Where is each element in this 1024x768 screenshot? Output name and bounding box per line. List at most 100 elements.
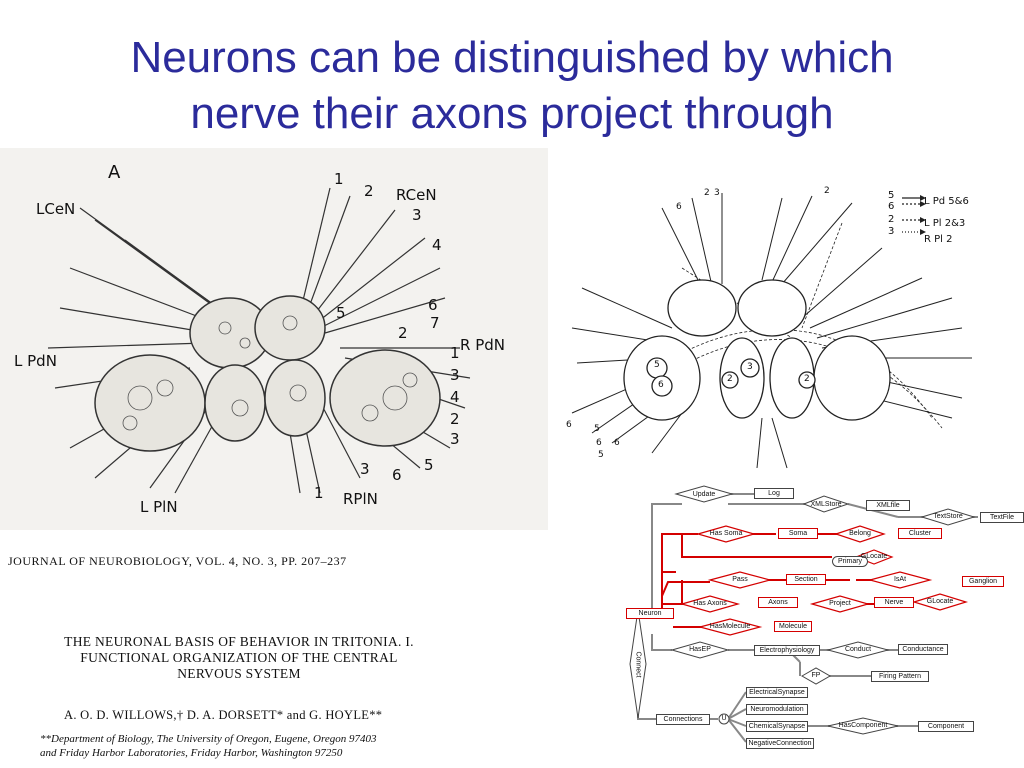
- entity-negative-connection: NegativeConnection: [746, 738, 814, 749]
- relation-project: Project: [829, 600, 851, 607]
- nerve-number: 4: [450, 388, 460, 406]
- nerve-number: 2: [398, 324, 408, 342]
- relation-conduct: Conduct: [844, 646, 872, 653]
- nerve-number: 3: [450, 366, 460, 384]
- legend-label-lpl: L Pl 2&3: [924, 218, 966, 229]
- er-diagram: Log XMLfile TextFile Soma Cluster Primar…: [618, 484, 1024, 768]
- cell-label: 6: [658, 380, 664, 390]
- label-lpln: L PlN: [140, 498, 178, 516]
- legend-label-lpd: L Pd 5&6: [924, 196, 969, 207]
- relation-has-component: HasComponent: [838, 722, 888, 729]
- edge-number: 6: [614, 438, 620, 448]
- relation-isat: IsAt: [893, 576, 907, 583]
- paper-affiliation-line-1: **Department of Biology, The University …: [40, 733, 377, 745]
- entity-chemical-synapse: ChemicalSynapse: [746, 721, 808, 732]
- nerve-number: 1: [450, 344, 460, 362]
- slide-title: Neurons can be distinguished by which ne…: [0, 30, 1024, 142]
- entity-electrical-synapse: ElectricalSynapse: [746, 687, 808, 698]
- entity-electrophysiology: Electrophysiology: [754, 645, 820, 656]
- nerve-number: 3: [412, 206, 422, 224]
- entity-component: Component: [918, 721, 974, 732]
- entity-primary: Primary: [832, 556, 868, 567]
- relation-glocate-2: GLocate: [926, 598, 954, 605]
- entity-section: Section: [786, 574, 826, 585]
- edge-number: 2: [824, 186, 830, 196]
- nerve-number: 2: [364, 182, 374, 200]
- nerve-number: 3: [450, 430, 460, 448]
- nerve-number: 5: [336, 304, 346, 322]
- legend-arrows: [902, 195, 926, 235]
- entity-neuromodulation: Neuromodulation: [746, 704, 808, 715]
- paper-affiliation: **Department of Biology, The University …: [40, 732, 376, 760]
- label-rpln: RPlN: [343, 490, 378, 508]
- legend-num-2: 2: [888, 214, 895, 225]
- nerve-number: 3: [360, 460, 370, 478]
- relation-textstore: TextStore: [933, 513, 963, 520]
- paper-title: THE NEURONAL BASIS OF BEHAVIOR IN TRITON…: [24, 634, 454, 682]
- edge-number: 2: [704, 188, 710, 198]
- nerve-number: 6: [392, 466, 402, 484]
- relation-has-soma: Has Soma: [709, 530, 743, 537]
- entity-molecule: Molecule: [774, 621, 812, 632]
- entity-axons: Axons: [758, 597, 798, 608]
- legend-num: 6: [888, 201, 895, 212]
- legend-num-3: 3: [888, 226, 895, 237]
- ganglia-drawing-left: A LCeN RCeN L PdN R PdN L PlN RPlN 1 2 3…: [0, 148, 548, 530]
- relation-has-axons: Has Axons: [693, 600, 727, 607]
- label-lpdn: L PdN: [14, 352, 57, 370]
- nerve-number: 2: [450, 410, 460, 428]
- relation-xmlstore: XMLStore: [810, 501, 842, 508]
- slide-title-line-1: Neurons can be distinguished by which: [130, 33, 894, 82]
- entity-textfile: TextFile: [980, 512, 1024, 523]
- relation-union: U: [721, 715, 727, 722]
- entity-xmlfile: XMLfile: [866, 500, 910, 511]
- paper-title-line-3: NERVOUS SYSTEM: [177, 666, 301, 681]
- label-rpdn: R PdN: [460, 336, 505, 354]
- paper-title-line-1: THE NEURONAL BASIS OF BEHAVIOR IN TRITON…: [64, 634, 414, 649]
- paper-affiliation-line-2: and Friday Harbor Laboratories, Friday H…: [40, 747, 343, 759]
- cell-label: 2: [804, 374, 810, 384]
- ganglia-schematic-svg: [571, 193, 972, 469]
- entity-log: Log: [754, 488, 794, 499]
- nerve-number: 1: [334, 170, 344, 188]
- entity-cluster: Cluster: [898, 528, 942, 539]
- nerve-number: 7: [430, 314, 440, 332]
- legend-num: 5: [888, 190, 895, 201]
- relation-pass: Pass: [732, 576, 748, 583]
- paper-authors: A. O. D. WILLOWS,† D. A. DORSETT* and G.…: [64, 708, 383, 722]
- entity-soma: Soma: [778, 528, 818, 539]
- relation-update: Update: [692, 491, 716, 498]
- entity-neuron: Neuron: [626, 608, 674, 619]
- nerve-number: 1: [314, 484, 324, 502]
- relation-has-molecule: HasMolecule: [709, 623, 751, 630]
- nerve-number: 4: [432, 236, 442, 254]
- label-rcen: RCeN: [396, 186, 437, 204]
- panel-letter-a: A: [108, 162, 121, 183]
- er-relations-shapes: [629, 485, 976, 735]
- cell-label: 3: [747, 362, 753, 372]
- relation-connect: Connect: [634, 651, 642, 678]
- edge-number: 6: [596, 438, 602, 448]
- edge-number: 6: [566, 420, 572, 430]
- edge-number: 5: [598, 450, 604, 460]
- relation-has-ep: HasEP: [689, 646, 711, 653]
- cell-label: 2: [727, 374, 733, 384]
- cell-label: 5: [654, 360, 660, 370]
- relation-glocate-1: GLocate: [860, 553, 888, 560]
- edge-number: 6: [676, 202, 682, 212]
- journal-citation: JOURNAL OF NEUROBIOLOGY, VOL. 4, NO. 3, …: [8, 554, 347, 568]
- relation-fp: FP: [811, 672, 821, 679]
- edge-number: 3: [714, 188, 720, 198]
- edge-number: 5: [594, 424, 600, 434]
- paper-excerpt: JOURNAL OF NEUROBIOLOGY, VOL. 4, NO. 3, …: [0, 540, 620, 768]
- paper-title-line-2: FUNCTIONAL ORGANIZATION OF THE CENTRAL: [80, 650, 398, 665]
- legend-label-rpl: R Pl 2: [924, 234, 953, 245]
- label-lcen: LCeN: [36, 200, 76, 218]
- slide-title-line-2: nerve their axons project through: [190, 89, 834, 138]
- relation-belong: Belong: [849, 530, 871, 537]
- ganglia-drawing-svg: [47, 187, 471, 494]
- entity-conductance: Conductance: [898, 644, 948, 655]
- entity-ganglion: Ganglion: [962, 576, 1004, 587]
